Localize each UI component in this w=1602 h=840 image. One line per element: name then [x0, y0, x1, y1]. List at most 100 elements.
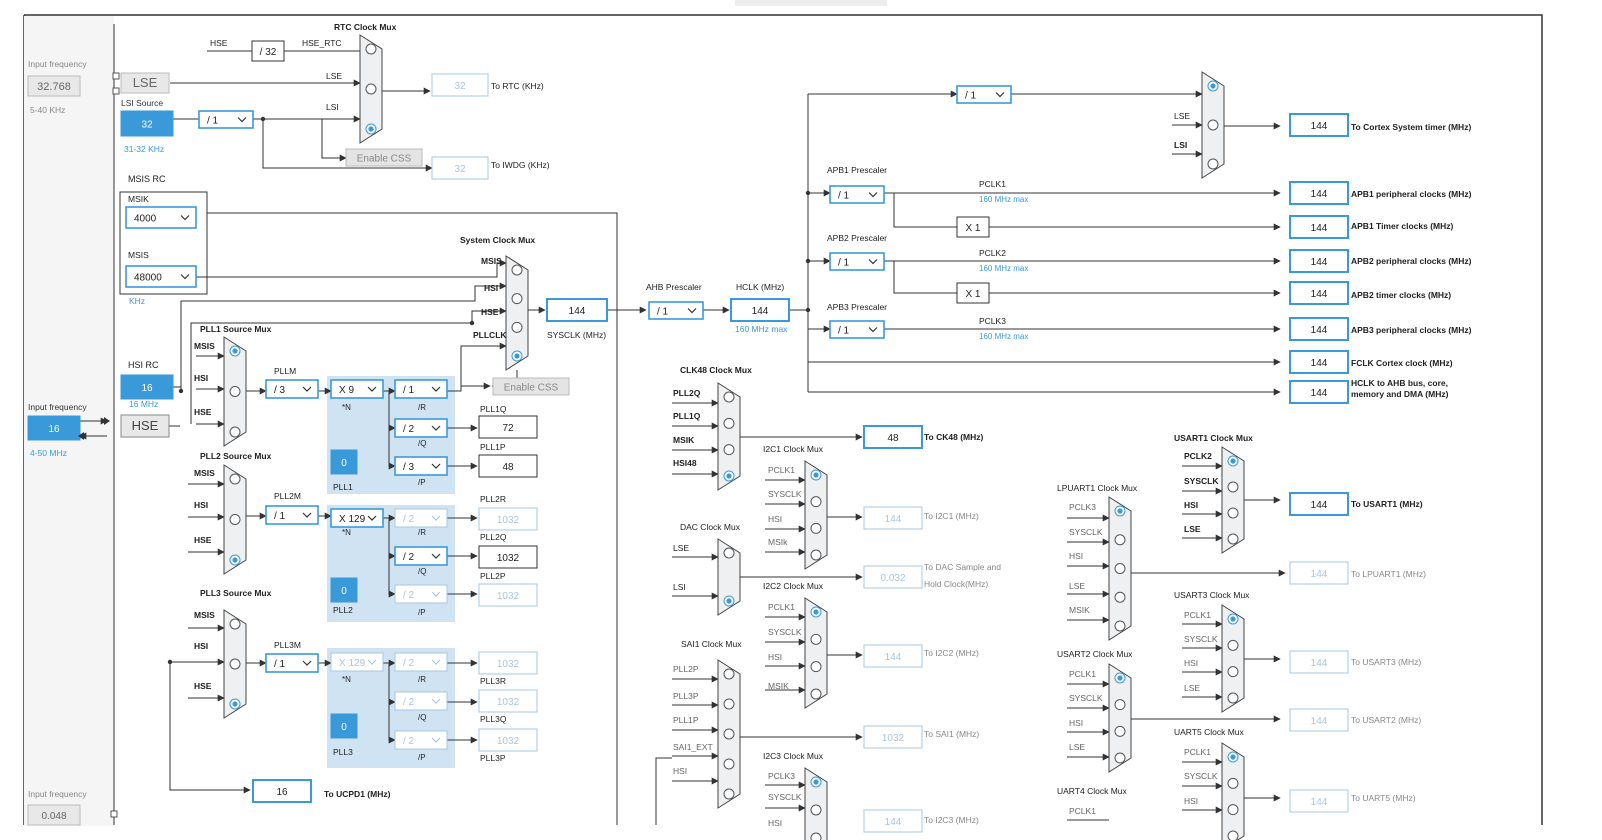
- mux-radio[interactable]: [1114, 563, 1126, 574]
- label: SYSCLK: [768, 627, 802, 637]
- pll1-p-select[interactable]: / 3: [394, 456, 448, 476]
- enable-css-button-rtc[interactable]: Enable CSS: [345, 148, 423, 167]
- apb2-prescaler-select[interactable]: / 1: [829, 252, 885, 271]
- label: HSE_RTC: [302, 38, 342, 48]
- ahb-prescaler-select[interactable]: / 1: [648, 301, 704, 320]
- mux-radio[interactable]: [229, 426, 241, 438]
- chevron-down-icon: [868, 327, 878, 333]
- value-text: 144: [885, 652, 902, 663]
- mux-radio[interactable]: [1114, 699, 1126, 711]
- pll3-n-select[interactable]: X 129: [330, 652, 384, 672]
- value-text: 1032: [497, 553, 520, 564]
- label: FCLK Cortex clock (MHz): [1351, 358, 1453, 368]
- mux-radio[interactable]: [810, 688, 822, 700]
- pll3-p-select[interactable]: / 2: [394, 730, 448, 750]
- value-text: 0: [341, 586, 347, 597]
- lsi-source-value: 32: [120, 110, 174, 137]
- pll2-p-select[interactable]: / 2: [394, 584, 448, 604]
- mux-radio[interactable]: [1227, 692, 1239, 704]
- mux-radio[interactable]: [365, 83, 377, 95]
- mux-radio[interactable]: [1227, 666, 1239, 678]
- mux-radio[interactable]: [723, 391, 735, 403]
- mux-radio[interactable]: [1114, 620, 1126, 632]
- mux-radio[interactable]: [365, 43, 377, 55]
- mux-radio[interactable]: [810, 496, 822, 508]
- label: PCLK1: [1184, 610, 1211, 620]
- mux-radio[interactable]: [1114, 534, 1126, 546]
- mux-radio[interactable]: [1227, 830, 1239, 840]
- mux-radio[interactable]: [229, 658, 241, 670]
- mux-radio[interactable]: [723, 728, 735, 740]
- pll1-n-select[interactable]: X 9: [330, 379, 384, 399]
- select-value: / 1: [403, 385, 415, 396]
- select-value: / 1: [965, 91, 977, 102]
- mux-radio[interactable]: [229, 386, 241, 397]
- pll2-r-select[interactable]: / 2: [394, 508, 448, 528]
- mux-radio[interactable]: [810, 804, 822, 816]
- ucpd1-output: 16: [252, 779, 312, 803]
- mux-radio[interactable]: [1227, 804, 1239, 816]
- label: MSIS: [194, 341, 215, 351]
- pll3-r-select[interactable]: / 2: [394, 652, 448, 672]
- mux-radio[interactable]: [810, 832, 822, 840]
- mux-radio[interactable]: [1227, 481, 1239, 493]
- value-text: X 1: [965, 223, 980, 234]
- pll1-q-select[interactable]: / 2: [394, 418, 448, 438]
- label: UART5 Clock Mux: [1174, 727, 1244, 737]
- mux-radio[interactable]: [1227, 777, 1239, 789]
- mux-radio[interactable]: [810, 522, 822, 534]
- button-label: Enable CSS: [357, 154, 412, 165]
- mux-radio[interactable]: [723, 698, 735, 710]
- pll2-q-select[interactable]: / 2: [394, 546, 448, 566]
- mux-radio[interactable]: [229, 618, 241, 630]
- mux-radio[interactable]: [1207, 158, 1219, 170]
- pll3-m-select[interactable]: / 1: [265, 653, 319, 673]
- mux-radio[interactable]: [1114, 725, 1126, 737]
- mux-radio[interactable]: [810, 549, 822, 561]
- enable-css-button-sys[interactable]: Enable CSS: [492, 377, 570, 396]
- mux-radio[interactable]: [511, 293, 523, 305]
- label: SYSCLK: [1069, 693, 1103, 703]
- mux-radio[interactable]: [1227, 639, 1239, 651]
- mux-radio[interactable]: [810, 633, 822, 645]
- apb3-prescaler-select[interactable]: / 1: [829, 320, 885, 339]
- pll2-m-select[interactable]: / 1: [265, 505, 319, 525]
- pll1-source-mux: [223, 336, 247, 447]
- lsi-divider-select[interactable]: / 1: [198, 110, 254, 129]
- mux-radio[interactable]: [511, 321, 523, 333]
- label: To IWDG (KHz): [491, 160, 550, 170]
- label: 31-32 KHz: [124, 144, 164, 154]
- pll1-r-select[interactable]: / 1: [394, 379, 448, 399]
- mux-radio[interactable]: [1114, 591, 1126, 603]
- mux-radio[interactable]: [229, 514, 241, 525]
- mux-radio[interactable]: [723, 788, 735, 800]
- mux-radio[interactable]: [1114, 752, 1126, 764]
- pll3-q-select[interactable]: / 2: [394, 691, 448, 711]
- value-text: 144: [885, 514, 902, 525]
- chevron-down-icon: [868, 259, 878, 265]
- mux-radio[interactable]: [723, 758, 735, 770]
- mux-radio[interactable]: [723, 547, 735, 559]
- mux-radio[interactable]: [1227, 507, 1239, 519]
- mux-radio[interactable]: [1227, 533, 1239, 545]
- i2c2-clock-mux: [804, 597, 828, 709]
- pll2-n-select[interactable]: X 129: [330, 508, 384, 528]
- pll1-m-select[interactable]: / 3: [265, 379, 319, 399]
- mux-radio[interactable]: [229, 473, 241, 485]
- mux-radio[interactable]: [723, 417, 735, 429]
- label: APB1 peripheral clocks (MHz): [1351, 189, 1472, 199]
- msis-select[interactable]: 48000: [125, 265, 197, 288]
- mux-radio[interactable]: [511, 264, 523, 276]
- mux-radio[interactable]: [723, 444, 735, 456]
- mux-radio[interactable]: [723, 668, 735, 680]
- msik-select[interactable]: 4000: [125, 206, 197, 229]
- hse-frequency-input[interactable]: 16: [27, 415, 81, 441]
- mux-radio[interactable]: [1207, 119, 1219, 131]
- apb1-prescaler-select[interactable]: / 1: [829, 185, 885, 204]
- value-text: 144: [1311, 189, 1328, 200]
- label: MSIS: [128, 250, 149, 260]
- lse-frequency-input[interactable]: 32.768: [27, 75, 81, 97]
- label: 5-40 KHz: [30, 105, 65, 115]
- cortex-timer-divider[interactable]: / 1: [956, 85, 1012, 104]
- mux-radio[interactable]: [810, 661, 822, 673]
